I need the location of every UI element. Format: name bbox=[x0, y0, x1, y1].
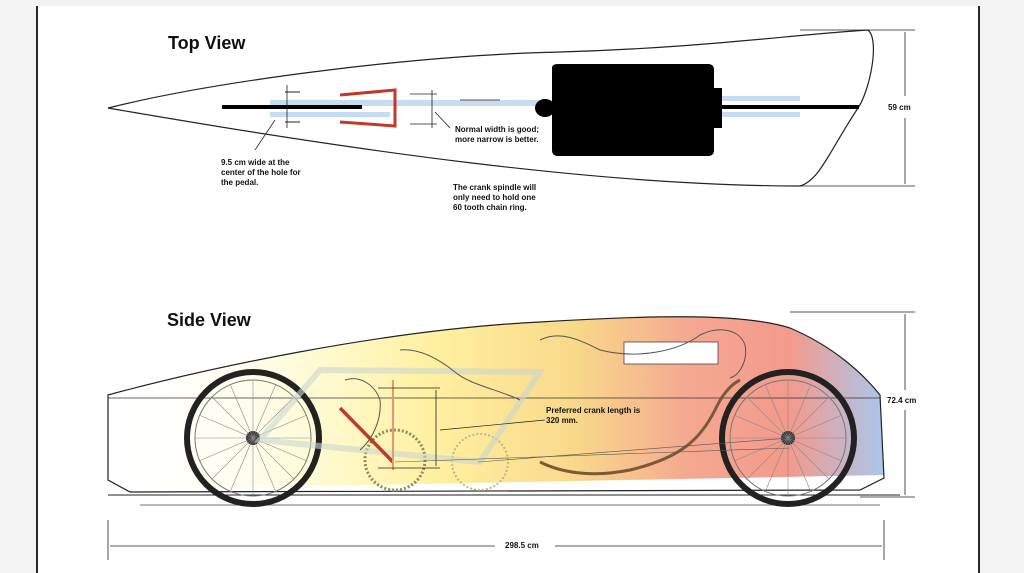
top-axle-blue-4 bbox=[720, 112, 800, 117]
height-dimension: 72.4 cm bbox=[887, 396, 917, 405]
side-view-title: Side View bbox=[167, 310, 251, 330]
top-view-title: Top View bbox=[168, 33, 246, 53]
hole-width-note: 9.5 cm wide at the center of the hole fo… bbox=[221, 158, 301, 187]
page-border-right bbox=[978, 6, 980, 573]
mid-chainring bbox=[451, 433, 509, 491]
top-axle-blue bbox=[270, 100, 590, 106]
top-axle-blue-3 bbox=[720, 96, 800, 101]
width-note: Normal width is good; more narrow is bet… bbox=[455, 125, 539, 144]
spindle-note: The crank spindle will only need to hold… bbox=[453, 183, 537, 212]
page-border-left bbox=[36, 6, 38, 573]
front-chainring bbox=[363, 428, 427, 492]
side-body-outline bbox=[107, 316, 885, 493]
length-dimension: 298.5 cm bbox=[505, 541, 539, 550]
top-view bbox=[107, 29, 915, 187]
top-black-body bbox=[552, 64, 714, 156]
top-center-rod bbox=[222, 105, 362, 109]
width-dimension: 59 cm bbox=[888, 103, 911, 112]
side-view bbox=[107, 311, 915, 560]
side-body-fill bbox=[108, 316, 884, 490]
red-crank bbox=[338, 406, 395, 464]
crank-note: Preferred crank length is 320 mm. bbox=[546, 406, 641, 425]
side-window bbox=[623, 341, 719, 365]
rider-outline bbox=[344, 329, 747, 451]
top-hull-outline bbox=[107, 29, 874, 187]
top-axle-blue-2 bbox=[270, 112, 390, 117]
top-rear-rod bbox=[715, 105, 859, 109]
